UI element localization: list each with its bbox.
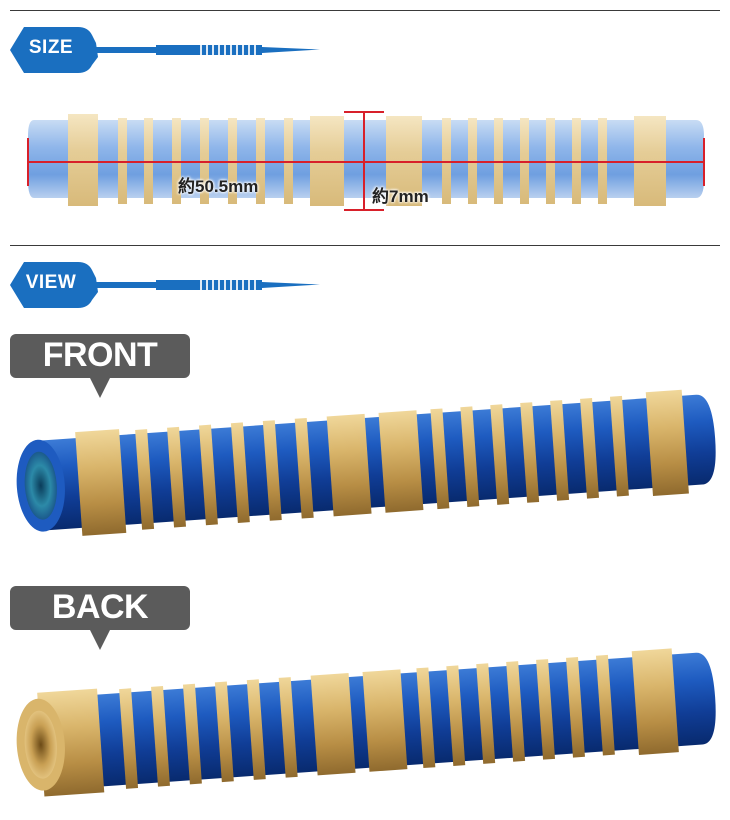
length-dimension-label: 約50.5mm <box>178 177 259 196</box>
back-tag-pointer <box>90 630 110 650</box>
front-tag-label: FRONT <box>42 336 158 374</box>
top-divider <box>10 10 720 11</box>
back-tag-box <box>10 586 190 630</box>
view-section-label: VIEW <box>25 272 77 293</box>
view-section-header: VIEW <box>10 260 320 310</box>
size-section-label: SIZE <box>28 37 74 58</box>
front-tag-pointer <box>90 378 110 398</box>
front-view-tag: FRONT <box>10 334 190 398</box>
front-tag-box <box>10 334 190 378</box>
dart-flight-icon <box>10 27 320 73</box>
back-view-tag: BACK <box>10 586 190 650</box>
barrel-front-photo <box>16 389 716 536</box>
dart-shaft-icon <box>10 262 320 308</box>
middle-divider <box>10 245 720 246</box>
diameter-dimension-label: 約7mm <box>372 187 429 206</box>
size-section-header: SIZE <box>10 25 320 75</box>
back-tag-label: BACK <box>51 588 149 626</box>
barrel-size-photo <box>27 111 705 211</box>
barrel-back-photo <box>16 648 716 797</box>
